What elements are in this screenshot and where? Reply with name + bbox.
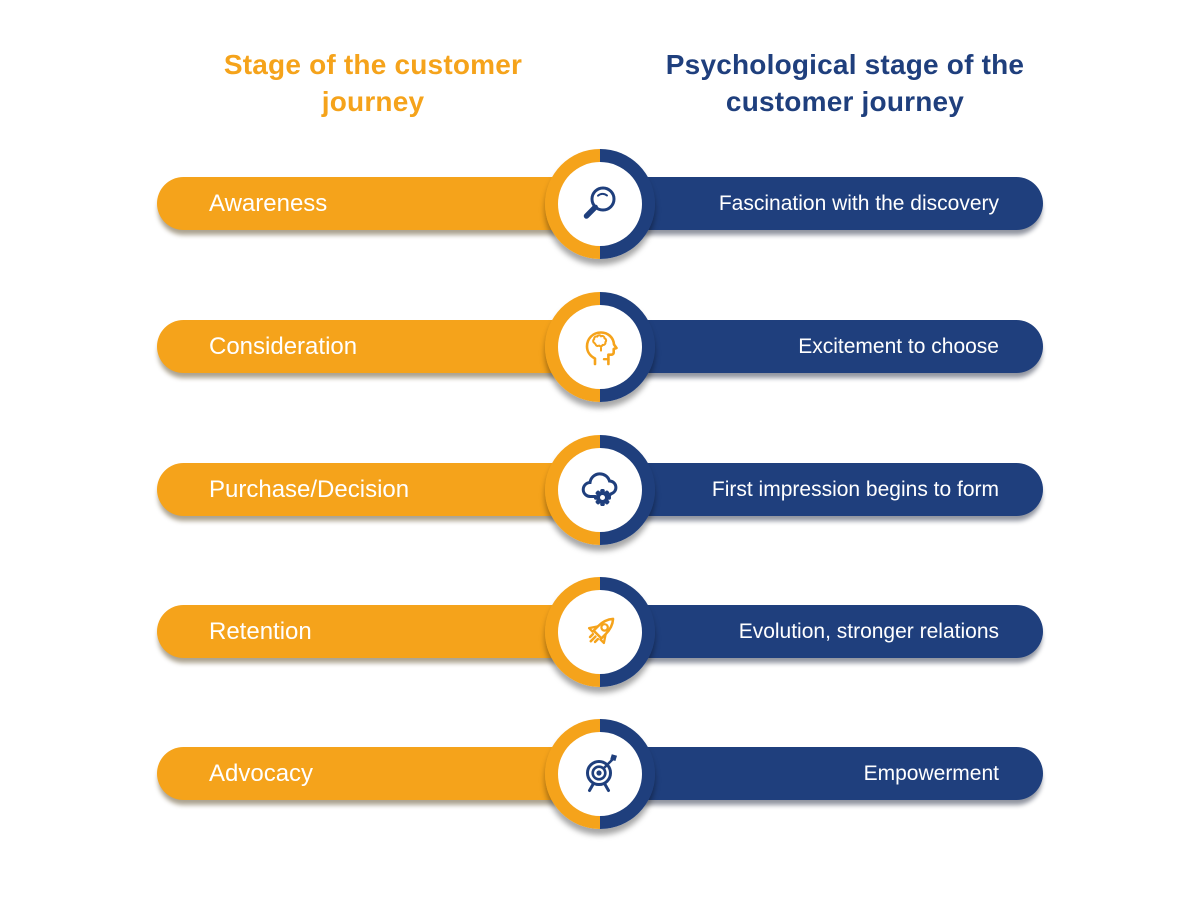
stage-bar: Purchase/Decision <box>157 463 608 516</box>
stage-bar: Awareness <box>157 177 608 230</box>
row-hub-circle <box>545 719 655 829</box>
psychological-bar: Empowerment <box>592 747 1043 800</box>
psychological-bar: Fascination with the discovery <box>592 177 1043 230</box>
row-hub-circle <box>545 435 655 545</box>
journey-row-consideration: Consideration Excitement to choose <box>0 292 1200 402</box>
stage-bar: Consideration <box>157 320 608 373</box>
stage-label: Awareness <box>209 189 328 217</box>
target-dart-icon <box>558 732 642 816</box>
stage-label: Advocacy <box>209 759 314 787</box>
psychological-bar: First impression begins to form <box>592 463 1043 516</box>
cloud-gear-icon <box>558 448 642 532</box>
magnifier-icon <box>558 162 642 246</box>
psychological-bar: Evolution, stronger relations <box>592 605 1043 658</box>
head-brain-icon <box>558 305 642 389</box>
psychological-label: Fascination with the discovery <box>718 191 999 215</box>
stage-label: Purchase/Decision <box>209 475 410 503</box>
psychological-label: Evolution, stronger relations <box>738 619 999 643</box>
stage-bar: Retention <box>157 605 608 658</box>
psychological-label: First impression begins to form <box>711 477 999 501</box>
stage-label: Consideration <box>209 332 358 360</box>
row-hub-circle <box>545 292 655 402</box>
stage-bar: Advocacy <box>157 747 608 800</box>
journey-row-advocacy: Advocacy Empowerment <box>0 719 1200 829</box>
psychological-label: Empowerment <box>863 761 999 785</box>
journey-row-awareness: Awareness Fascination with the discovery <box>0 149 1200 259</box>
psychological-label: Excitement to choose <box>798 334 999 358</box>
journey-row-retention: Retention Evolution, stronger relations <box>0 577 1200 687</box>
psychological-bar: Excitement to choose <box>592 320 1043 373</box>
rocket-icon <box>558 590 642 674</box>
stage-label: Retention <box>209 617 312 645</box>
row-hub-circle <box>545 149 655 259</box>
row-hub-circle <box>545 577 655 687</box>
psychological-column-header: Psychological stage of the customer jour… <box>665 49 1025 117</box>
journey-row-purchase: Purchase/Decision First impression begin… <box>0 435 1200 545</box>
stage-column-header: Stage of the customer journey <box>223 49 523 117</box>
